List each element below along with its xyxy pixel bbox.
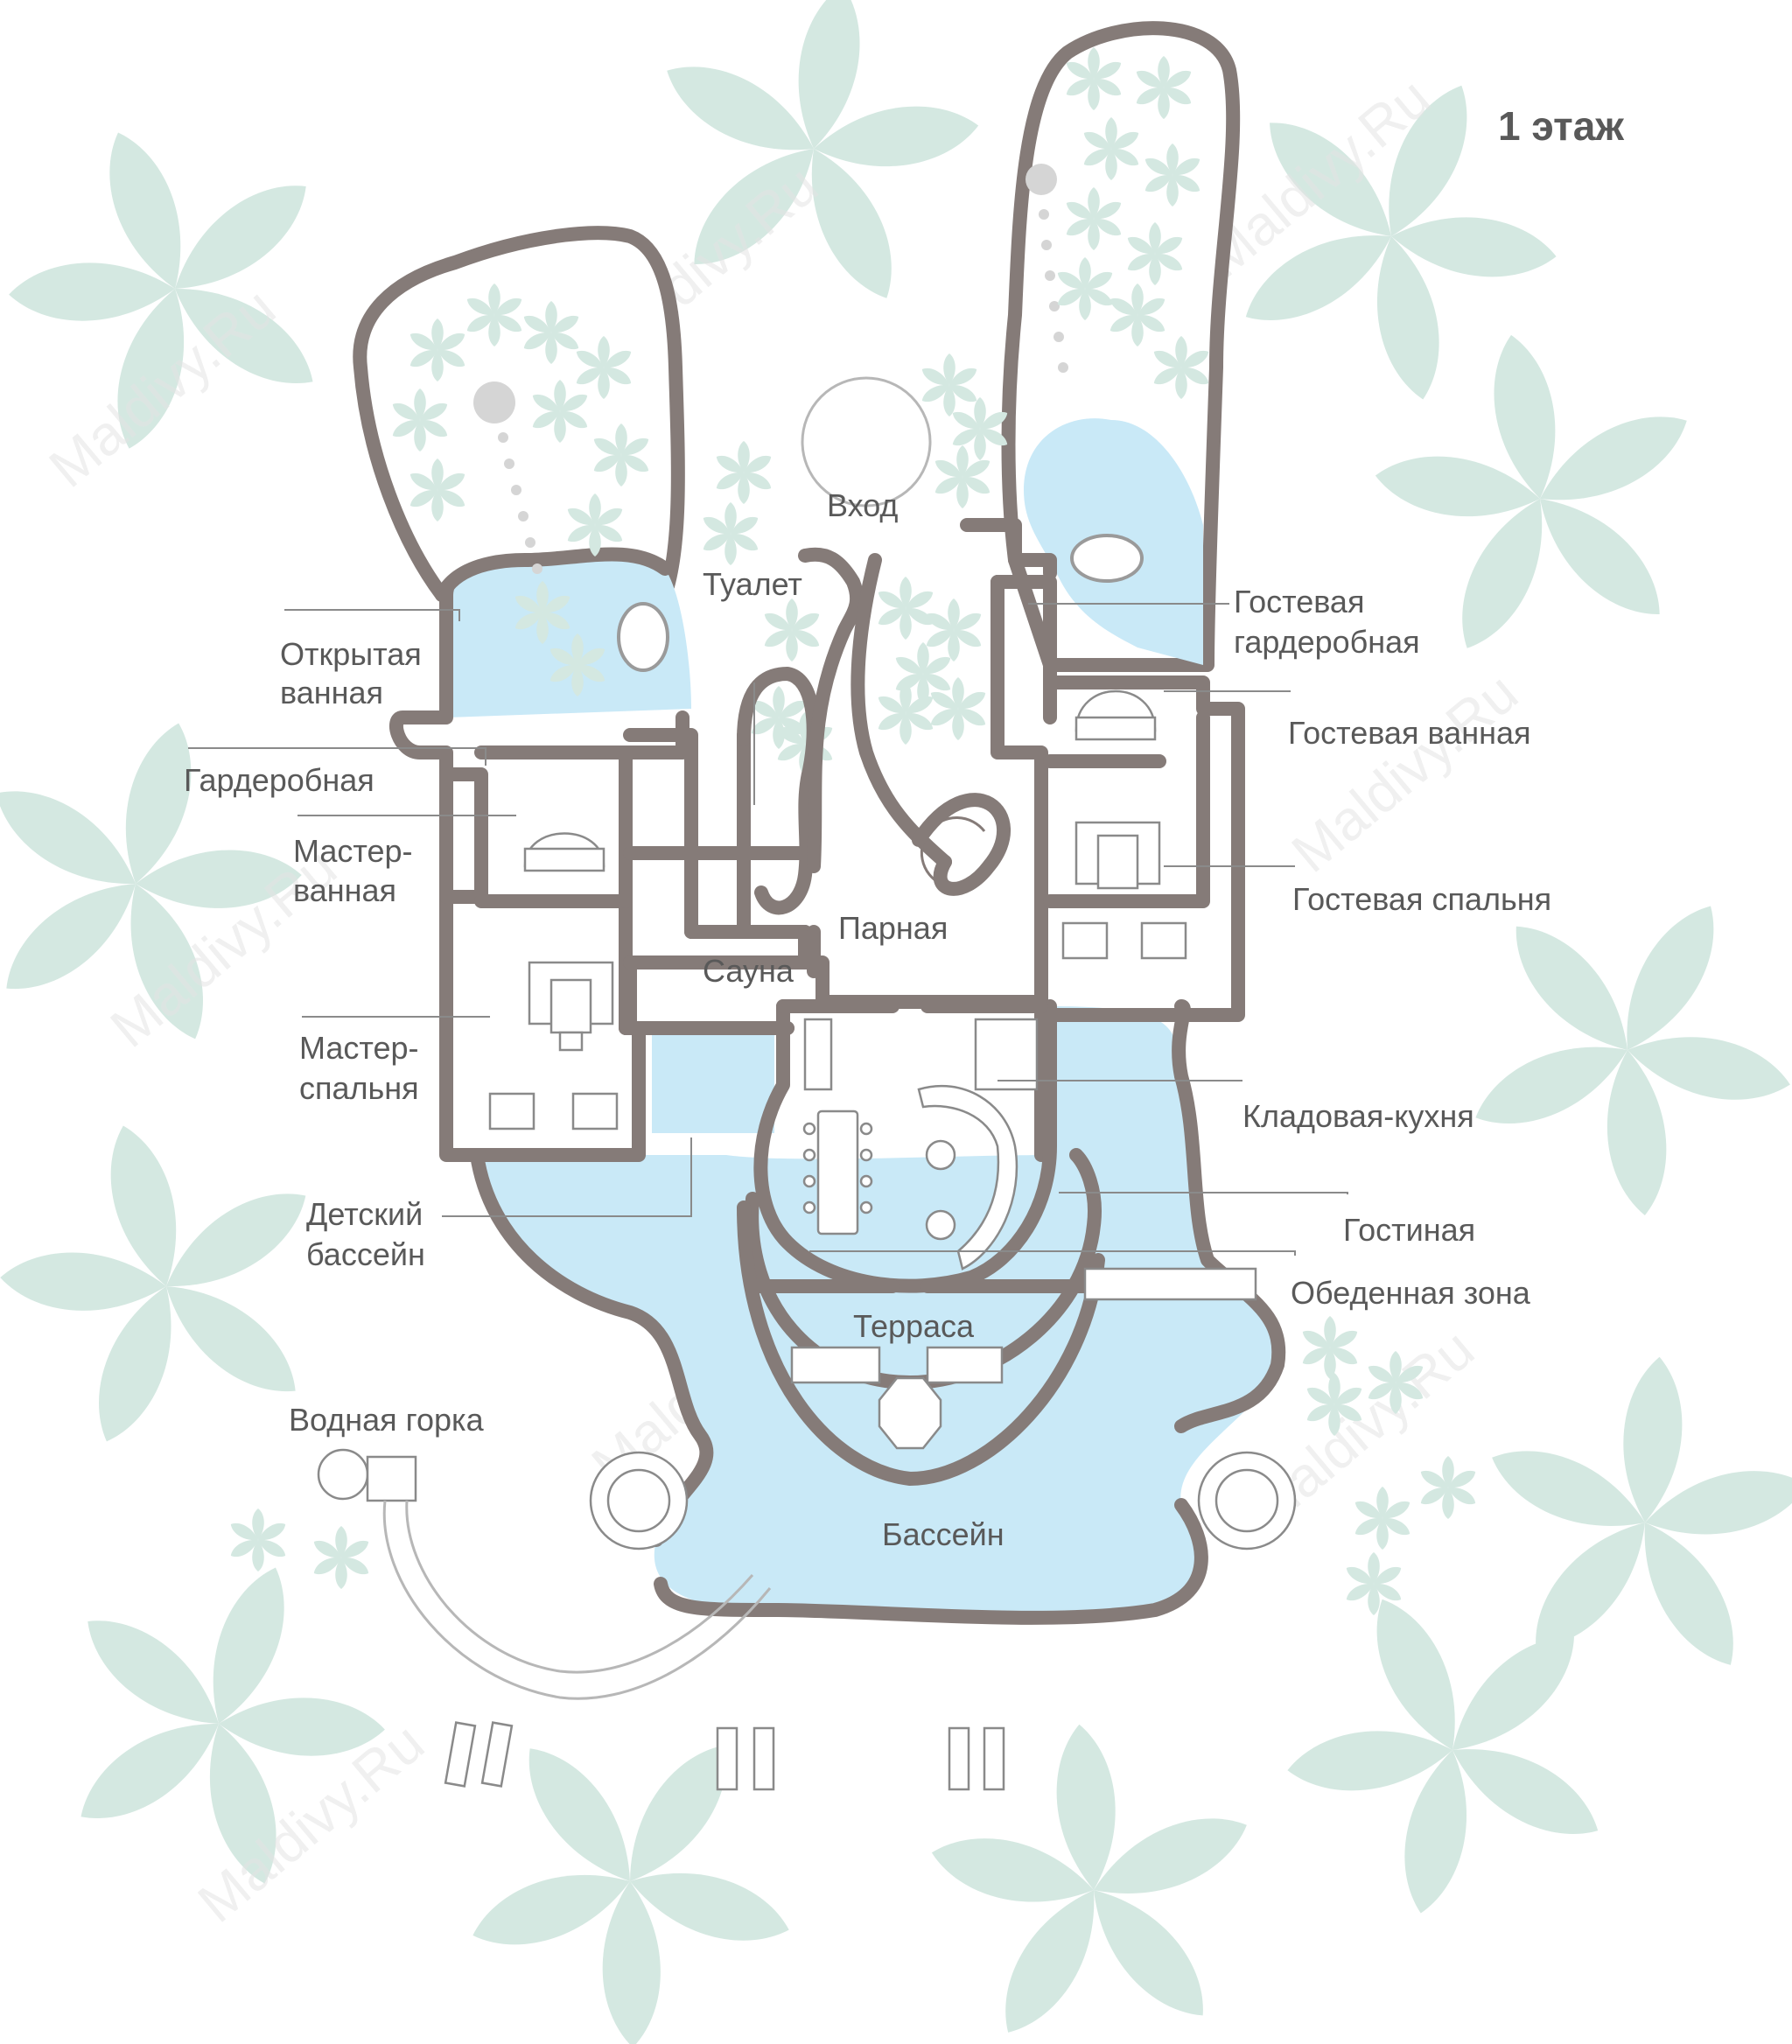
label-guest-bath: Гостевая ванная	[1288, 715, 1530, 751]
label-pantry-kitchen: Кладовая-кухня	[1242, 1098, 1474, 1134]
furniture	[317, 690, 1297, 1791]
label-steam-room: Парная	[838, 910, 948, 946]
label-wardrobe: Гардеробная	[184, 762, 374, 798]
label-guest-bedroom: Гостевая спальня	[1292, 881, 1551, 917]
label-toilet: Туалет	[703, 566, 802, 602]
label-master-bed-2: спальня	[299, 1070, 419, 1106]
label-sauna: Сауна	[703, 953, 794, 989]
entrance-circle	[801, 376, 932, 508]
label-pool: Бассейн	[882, 1516, 1004, 1552]
label-kids-pool-2: бассейн	[306, 1236, 425, 1272]
label-guest-wardrobe-2: гардеробная	[1234, 624, 1420, 660]
floor-title: 1 этаж	[1498, 103, 1624, 149]
label-entrance: Вход	[827, 487, 898, 523]
right-garden	[1001, 21, 1241, 672]
room-labels: 1 этаж Вход Туалет Открытая ванная Гарде…	[184, 103, 1624, 1552]
label-kids-pool-1: Детский	[306, 1196, 423, 1232]
label-master-bed-1: Мастер-	[299, 1030, 419, 1066]
svg-text:Maldivy.Ru: Maldivy.Ru	[1280, 661, 1530, 885]
label-terrace: Терраса	[853, 1308, 975, 1344]
label-open-bath-2: ванная	[280, 675, 383, 710]
kids-pool	[652, 1028, 774, 1133]
label-water-slide: Водная горка	[289, 1402, 485, 1438]
label-master-bath-1: Мастер-	[293, 833, 413, 869]
label-master-bath-2: ванная	[293, 872, 396, 908]
label-open-bath-1: Открытая	[280, 636, 422, 672]
label-living-room: Гостиная	[1343, 1212, 1475, 1248]
label-dining-area: Обеденная зона	[1291, 1275, 1531, 1311]
label-guest-wardrobe-1: Гостевая	[1234, 584, 1364, 620]
leader-lines	[188, 603, 1348, 1256]
left-garden	[353, 226, 691, 718]
